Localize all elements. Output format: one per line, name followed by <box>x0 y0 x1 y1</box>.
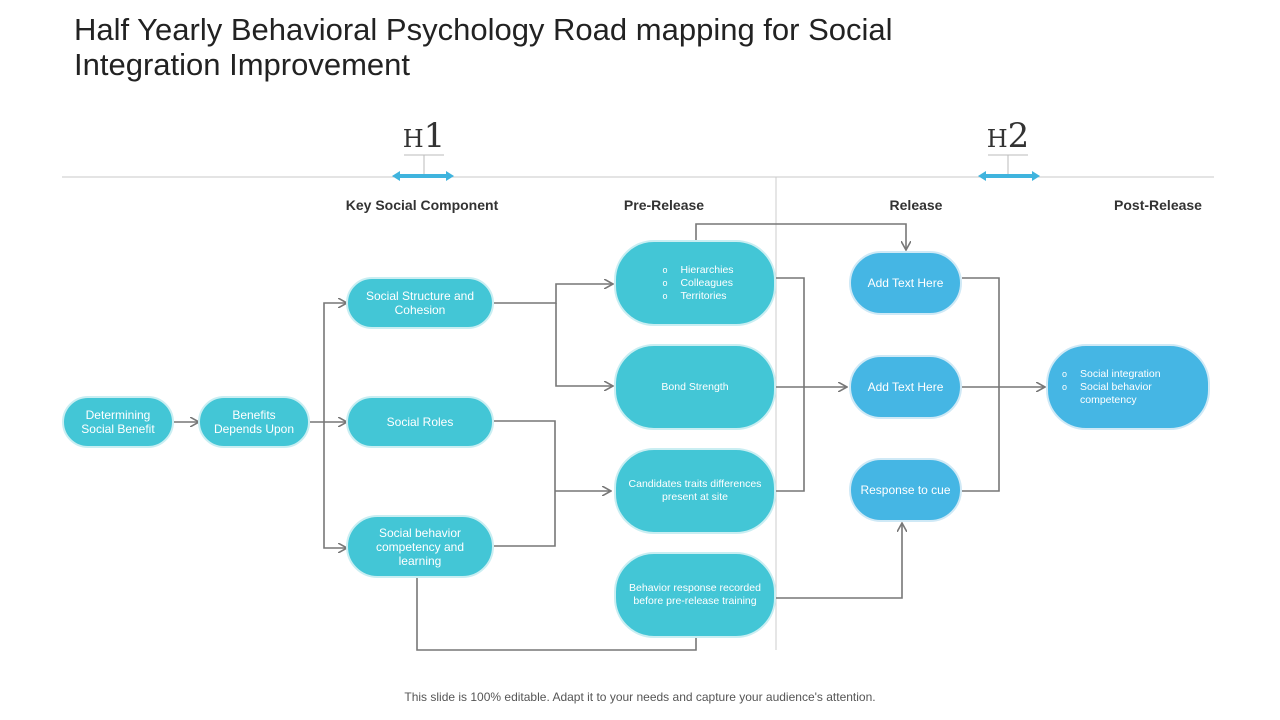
list-item: Social behavior competency <box>1062 381 1200 407</box>
node-social-structure: Social Structure and Cohesion <box>346 277 494 329</box>
list-item: Social integration <box>1062 368 1200 381</box>
list-item: Colleagues <box>662 277 733 290</box>
phase-key-social-component: Key Social Component <box>345 197 499 213</box>
half-label-h2: H2 <box>986 116 1030 156</box>
phase-release: Release <box>889 197 943 213</box>
node-response-to-cue: Response to cue <box>849 458 962 522</box>
node-bond-strength: Bond Strength <box>614 344 776 430</box>
phase-pre-release: Pre-Release <box>623 197 705 213</box>
phase-post-release: Post-Release <box>1114 197 1202 213</box>
node-post-release-list: Social integration Social behavior compe… <box>1046 344 1210 430</box>
half-label-h1: H1 <box>402 116 446 156</box>
node-social-behavior-competency: Social behavior competency and learning <box>346 515 494 578</box>
node-prerelease-list: Hierarchies Colleagues Territories <box>614 240 776 326</box>
slide-title: Half Yearly Behavioral Psychology Road m… <box>74 12 893 82</box>
footer-note: This slide is 100% editable. Adapt it to… <box>404 690 876 704</box>
node-candidates-traits: Candidates traits differences present at… <box>614 448 776 534</box>
prerelease-bullet-list: Hierarchies Colleagues Territories <box>656 264 733 303</box>
node-add-text-2: Add Text Here <box>849 355 962 419</box>
node-behavior-response: Behavior response recorded before pre-re… <box>614 552 776 638</box>
node-benefits-depends-upon: Benefits Depends Upon <box>198 396 310 448</box>
post-release-bullet-list: Social integration Social behavior compe… <box>1056 368 1200 407</box>
node-add-text-1: Add Text Here <box>849 251 962 315</box>
list-item: Territories <box>662 290 733 303</box>
node-social-roles: Social Roles <box>346 396 494 448</box>
node-determining-social-benefit: Determining Social Benefit <box>62 396 174 448</box>
list-item: Hierarchies <box>662 264 733 277</box>
